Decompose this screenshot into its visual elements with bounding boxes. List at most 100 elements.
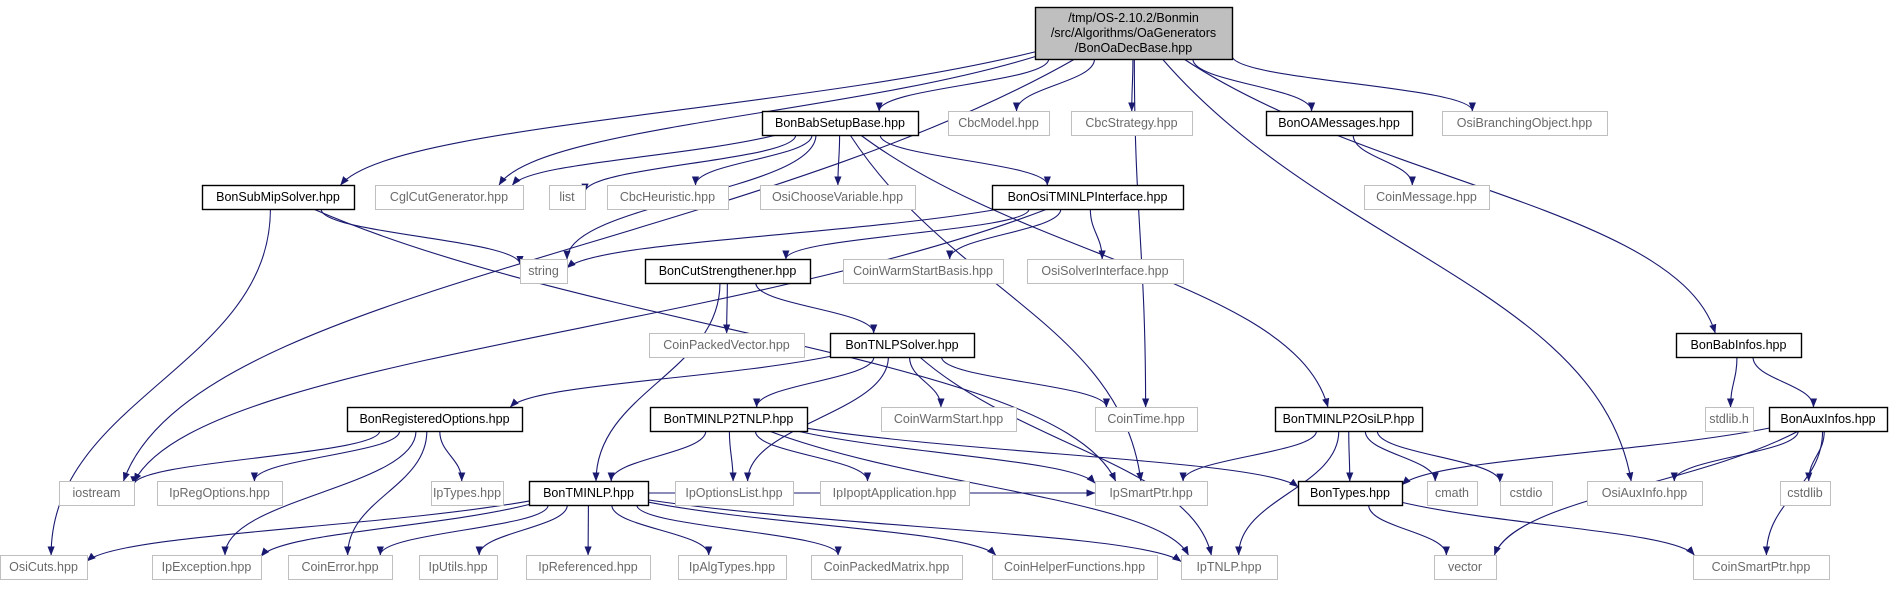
edge-bon-osi-tminlpinterface-to-string (566, 208, 1000, 269)
node-label: CbcStrategy.hpp (1085, 116, 1177, 130)
node-vector: vector (1434, 555, 1497, 580)
edge-bon-aux-infos-to-osi-aux-info (1670, 430, 1799, 482)
node-box (820, 481, 970, 506)
edge-bon-tminlp2-osi-lp-to-cstdio (1376, 430, 1504, 483)
node-bon-oamessages[interactable]: BonOAMessages.hpp (1265, 110, 1414, 137)
node-bon-types[interactable]: BonTypes.hpp (1297, 480, 1404, 507)
node-label: BonOAMessages.hpp (1278, 116, 1400, 130)
edge-root-to-bon-oamessages (1192, 58, 1316, 112)
edge-bon-tminlp2-tnlp-to-bon-types (806, 427, 1299, 488)
node-box (1265, 110, 1414, 137)
node-box (201, 184, 356, 211)
edge-root-to-cbc-strategy (1128, 58, 1136, 112)
edge-bon-tminlp-to-ip-alg-types (611, 504, 713, 556)
node-box (1034, 6, 1234, 61)
edge-bon-cut-strengthener-to-bon-tnlpsolver (755, 282, 878, 334)
node-box (1434, 555, 1497, 580)
node-bon-osi-tminlpinterface[interactable]: BonOsiTMINLPInterface.hpp (991, 184, 1185, 211)
edge-bon-registered-options-to-coin-error (344, 430, 428, 556)
node-cbc-heuristic: CbcHeuristic.hpp (607, 185, 729, 210)
edge-bon-osi-tminlpinterface-to-coin-warm-start-basis (946, 208, 1062, 260)
node-bon-aux-infos[interactable]: BonAuxInfos.hpp (1768, 406, 1889, 433)
node-label: /src/Algorithms/OaGenerators (1051, 26, 1216, 40)
node-ip-referenced: IpReferenced.hpp (526, 555, 651, 580)
node-label: CoinWarmStart.hpp (894, 412, 1003, 426)
edge-bon-sub-mip-solver-to-string (320, 208, 524, 265)
node-bon-cut-strengthener[interactable]: BonCutStrengthener.hpp (644, 258, 812, 285)
edge-bon-aux-infos-to-cstdlib (1805, 430, 1825, 482)
node-label: CoinPackedVector.hpp (663, 338, 790, 352)
node-cstdlib: cstdlib (1780, 481, 1831, 506)
edge-bon-types-to-coin-smart-ptr (1401, 501, 1695, 556)
node-label: BonRegisteredOptions.hpp (359, 412, 509, 426)
node-bon-tnlpsolver[interactable]: BonTNLPSolver.hpp (829, 332, 976, 359)
node-label: BonAuxInfos.hpp (1780, 412, 1875, 426)
edge-bon-tminlp2-osi-lp-to-cmath (1364, 430, 1439, 482)
edge-bon-tminlp2-tnlp-to-ip-ipopt-application (754, 430, 872, 482)
node-stdlibh: stdlib.h (1705, 407, 1754, 432)
node-label: OsiBranchingObject.hpp (1457, 116, 1593, 130)
node-label: IpUtils.hpp (428, 560, 487, 574)
node-bon-bab-infos[interactable]: BonBabInfos.hpp (1675, 332, 1803, 359)
node-bon-sub-mip-solver[interactable]: BonSubMipSolver.hpp (201, 184, 356, 211)
node-box (1675, 332, 1803, 359)
node-label: IpReferenced.hpp (538, 560, 637, 574)
node-bon-tminlp2-tnlp[interactable]: BonTMINLP2TNLP.hpp (649, 406, 809, 433)
node-label: OsiSolverInterface.hpp (1041, 264, 1168, 278)
node-label: OsiChooseVariable.hpp (772, 190, 903, 204)
node-box (419, 555, 498, 580)
node-box (526, 555, 651, 580)
node-bon-registered-options[interactable]: BonRegisteredOptions.hpp (346, 406, 524, 433)
node-box (991, 184, 1185, 211)
node-label: BonBabInfos.hpp (1691, 338, 1787, 352)
node-osi-choose-variable: OsiChooseVariable.hpp (760, 185, 916, 210)
edge-root-to-bon-bab-setup-base (875, 58, 1050, 112)
edge-bon-tnlpsolver-to-ip-options-list (744, 356, 889, 482)
node-label: iostream (73, 486, 121, 500)
edge-bon-osi-tminlpinterface-to-iostream (133, 208, 1048, 483)
edge-bon-cut-strengthener-to-coin-packed-vector (723, 282, 731, 334)
node-label: cmath (1435, 486, 1469, 500)
node-box (1297, 480, 1404, 507)
node-box (431, 481, 504, 506)
node-label: CoinTime.hpp (1107, 412, 1184, 426)
node-root[interactable]: /tmp/OS-2.10.2/Bonmin/src/Algorithms/OaG… (1034, 6, 1234, 61)
node-box (346, 406, 524, 433)
node-box (678, 555, 787, 580)
node-box (549, 185, 586, 210)
edge-root-to-osi-branching-object (1231, 55, 1476, 112)
node-ip-tnlp: IpTNLP.hpp (1181, 555, 1278, 580)
node-label: list (559, 190, 575, 204)
node-bon-bab-setup-base[interactable]: BonBabSetupBase.hpp (761, 110, 920, 137)
node-label: CoinHelperFunctions.hpp (1004, 560, 1145, 574)
node-label: /BonOaDecBase.hpp (1075, 41, 1192, 55)
node-coin-packed-vector: CoinPackedVector.hpp (649, 333, 805, 358)
edge-bon-tminlp-to-ip-exception (260, 503, 530, 557)
node-label: IpTypes.hpp (433, 486, 501, 500)
edge-bon-osi-tminlpinterface-to-bon-cut-strengthener (782, 208, 1030, 260)
node-ip-utils: IpUtils.hpp (419, 555, 498, 580)
node-box (1274, 406, 1424, 433)
node-label: IpAlgTypes.hpp (689, 560, 775, 574)
node-label: OsiCuts.hpp (9, 560, 78, 574)
node-label: vector (1448, 560, 1482, 574)
edge-bon-registered-options-to-ip-types (439, 430, 466, 482)
edge-bon-tminlp-to-coin-helper-functions (647, 501, 997, 556)
node-box (520, 259, 568, 284)
edge-bon-bab-setup-base-to-list (581, 134, 797, 193)
node-bon-tminlp[interactable]: BonTMINLP.hpp (528, 480, 650, 507)
node-cbc-model: CbcModel.hpp (948, 111, 1050, 136)
node-bon-tminlp2-osi-lp[interactable]: BonTMINLP2OsiLP.hpp (1274, 406, 1424, 433)
edge-bon-tnlpsolver-to-ip-tnlp (919, 356, 1213, 556)
node-osi-aux-info: OsiAuxInfo.hpp (1587, 481, 1703, 506)
node-box (1693, 555, 1830, 580)
edge-bon-tnlpsolver-to-coin-warm-start (908, 356, 945, 408)
node-box (649, 333, 805, 358)
node-coin-warm-start-basis: CoinWarmStartBasis.hpp (843, 259, 1004, 284)
node-box (829, 332, 976, 359)
edge-bon-bab-infos-to-stdlibh (1726, 356, 1738, 408)
edge-bon-aux-infos-to-bon-types (1401, 427, 1770, 486)
node-box (288, 555, 393, 580)
node-label: BonCutStrengthener.hpp (659, 264, 797, 278)
